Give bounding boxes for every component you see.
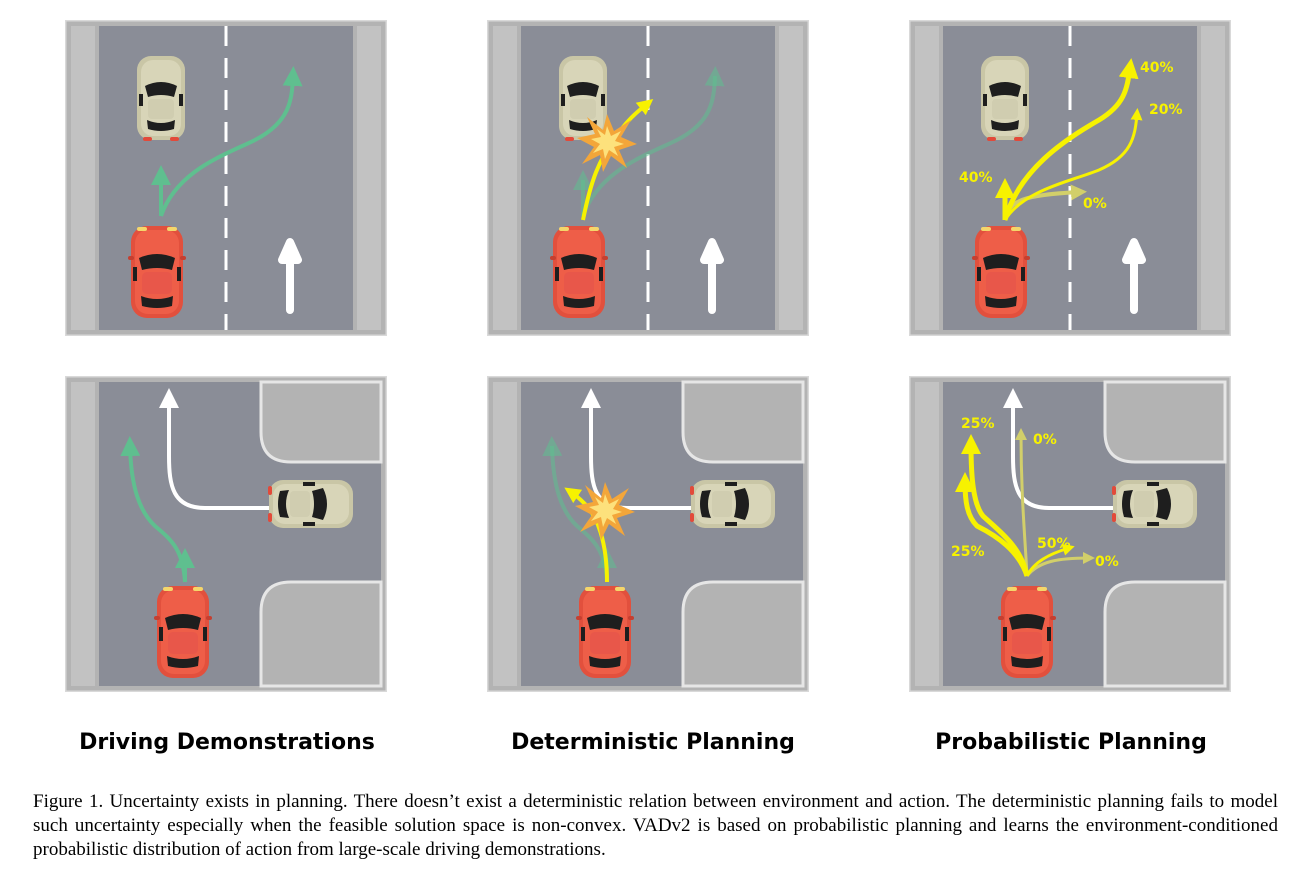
column-title: Deterministic Planning (442, 730, 864, 755)
column-title: Driving Demonstrations (16, 730, 438, 755)
probability-label: 40% (959, 170, 993, 186)
probability-label: 0% (1083, 196, 1107, 212)
panel-probabilistic-turn: 25% 0% 25% 50% 0% (909, 376, 1231, 692)
probability-label: 25% (951, 544, 985, 560)
ego-car (998, 586, 1056, 678)
column-title: Probabilistic Planning (860, 730, 1282, 755)
probability-label: 20% (1149, 102, 1183, 118)
panel-probabilistic-straight: 40% 40% 20% 0% (909, 20, 1231, 336)
sidewalk-corner (261, 382, 381, 462)
ego-car (576, 586, 634, 678)
probability-label: 50% (1037, 536, 1071, 552)
sidewalk-corner (683, 382, 803, 462)
other-car (137, 56, 185, 141)
sidewalk-corner (1105, 582, 1225, 686)
probability-label: 40% (1140, 60, 1174, 76)
ego-car (972, 226, 1030, 318)
other-car (268, 480, 353, 528)
sidewalk-corner (261, 582, 381, 686)
probability-label: 0% (1033, 432, 1057, 448)
panel-demo-straight (65, 20, 387, 336)
probability-label: 0% (1095, 554, 1119, 570)
sidewalk-corner (1105, 382, 1225, 462)
ego-car (128, 226, 186, 318)
probability-label: 25% (961, 416, 995, 432)
ego-car (154, 586, 212, 678)
ego-car (550, 226, 608, 318)
other-car (981, 56, 1029, 141)
panel-deterministic-straight (487, 20, 809, 336)
other-car (690, 480, 775, 528)
figure-caption: Figure 1. Uncertainty exists in planning… (33, 790, 1278, 862)
sidewalk-corner (683, 582, 803, 686)
other-car (1112, 480, 1197, 528)
panel-demo-turn (65, 376, 387, 692)
panel-deterministic-turn (487, 376, 809, 692)
